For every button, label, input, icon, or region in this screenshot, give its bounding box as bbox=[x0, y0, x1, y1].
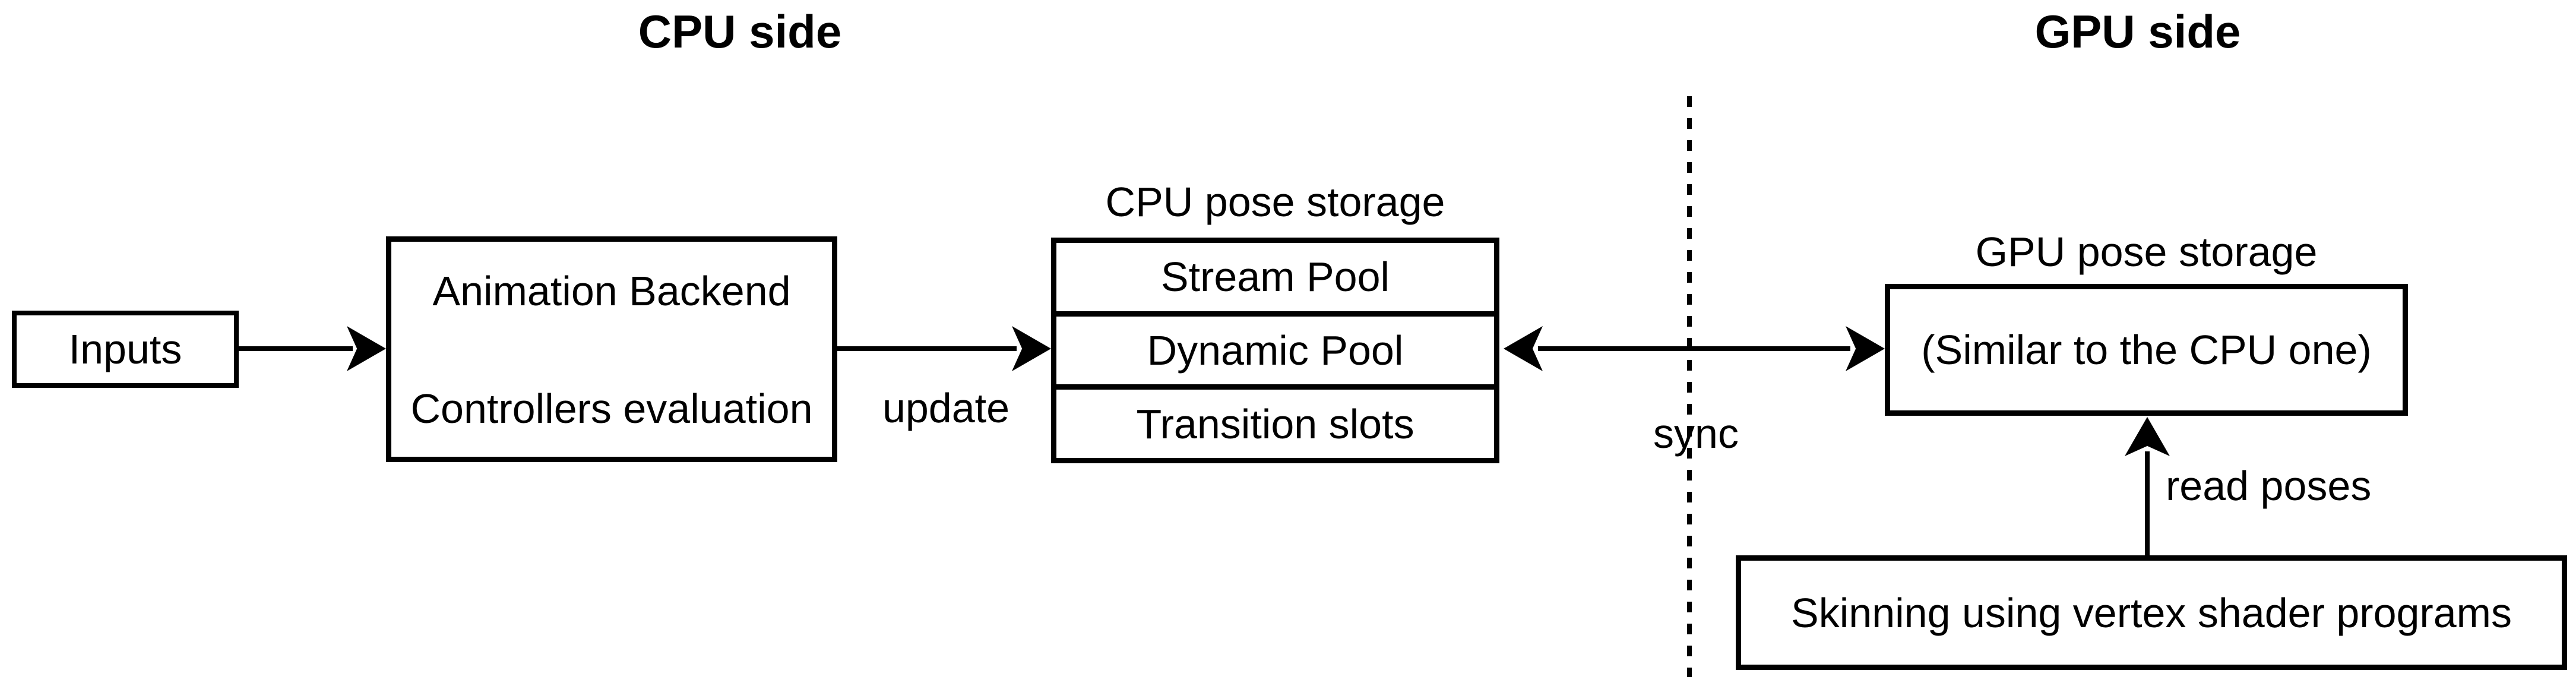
read-poses-edge-label: read poses bbox=[2166, 463, 2372, 509]
cpu-storage-row-divider bbox=[1056, 384, 1494, 390]
skinning-box: Skinning using vertex shader programs bbox=[1736, 555, 2567, 670]
update-arrow-line bbox=[837, 346, 1017, 351]
inputs-box: Inputs bbox=[12, 311, 239, 388]
cpu-side-title: CPU side bbox=[638, 5, 842, 58]
sync-edge-label: sync bbox=[1653, 410, 1739, 457]
sync-left-arrowhead-icon bbox=[1504, 326, 1543, 371]
dynamic-pool-row: Dynamic Pool bbox=[1147, 327, 1404, 374]
gpu-pose-storage-box: (Similar to the CPU one) bbox=[1885, 284, 2408, 416]
skinning-box-label: Skinning using vertex shader programs bbox=[1791, 589, 2512, 636]
animation-backend-box: Animation Backend Controllers evaluation bbox=[386, 236, 837, 462]
gpu-pose-storage-title: GPU pose storage bbox=[1975, 229, 2318, 275]
read-poses-arrow-line bbox=[2145, 451, 2150, 555]
animation-backend-label: Animation Backend bbox=[432, 268, 791, 314]
cpu-gpu-divider-dashed-line bbox=[1687, 96, 1692, 677]
cpu-pose-storage-box: Stream Pool Dynamic Pool Transition slot… bbox=[1051, 238, 1499, 463]
cpu-storage-row-divider bbox=[1056, 311, 1494, 317]
cpu-pose-storage-title: CPU pose storage bbox=[1105, 179, 1445, 225]
sync-arrow-line bbox=[1538, 346, 1850, 351]
read-poses-arrowhead-icon bbox=[2125, 417, 2170, 456]
inputs-to-backend-arrow-line bbox=[239, 346, 353, 351]
stream-pool-row: Stream Pool bbox=[1160, 254, 1390, 301]
transition-slots-row: Transition slots bbox=[1136, 400, 1414, 447]
gpu-side-title: GPU side bbox=[2034, 5, 2241, 58]
update-edge-label: update bbox=[882, 385, 1010, 431]
inputs-box-label: Inputs bbox=[68, 326, 182, 372]
gpu-pose-storage-content: (Similar to the CPU one) bbox=[1921, 327, 2372, 373]
sync-right-arrowhead-icon bbox=[1846, 326, 1885, 371]
update-arrowhead-icon bbox=[1012, 326, 1051, 371]
controllers-evaluation-label: Controllers evaluation bbox=[410, 385, 813, 432]
